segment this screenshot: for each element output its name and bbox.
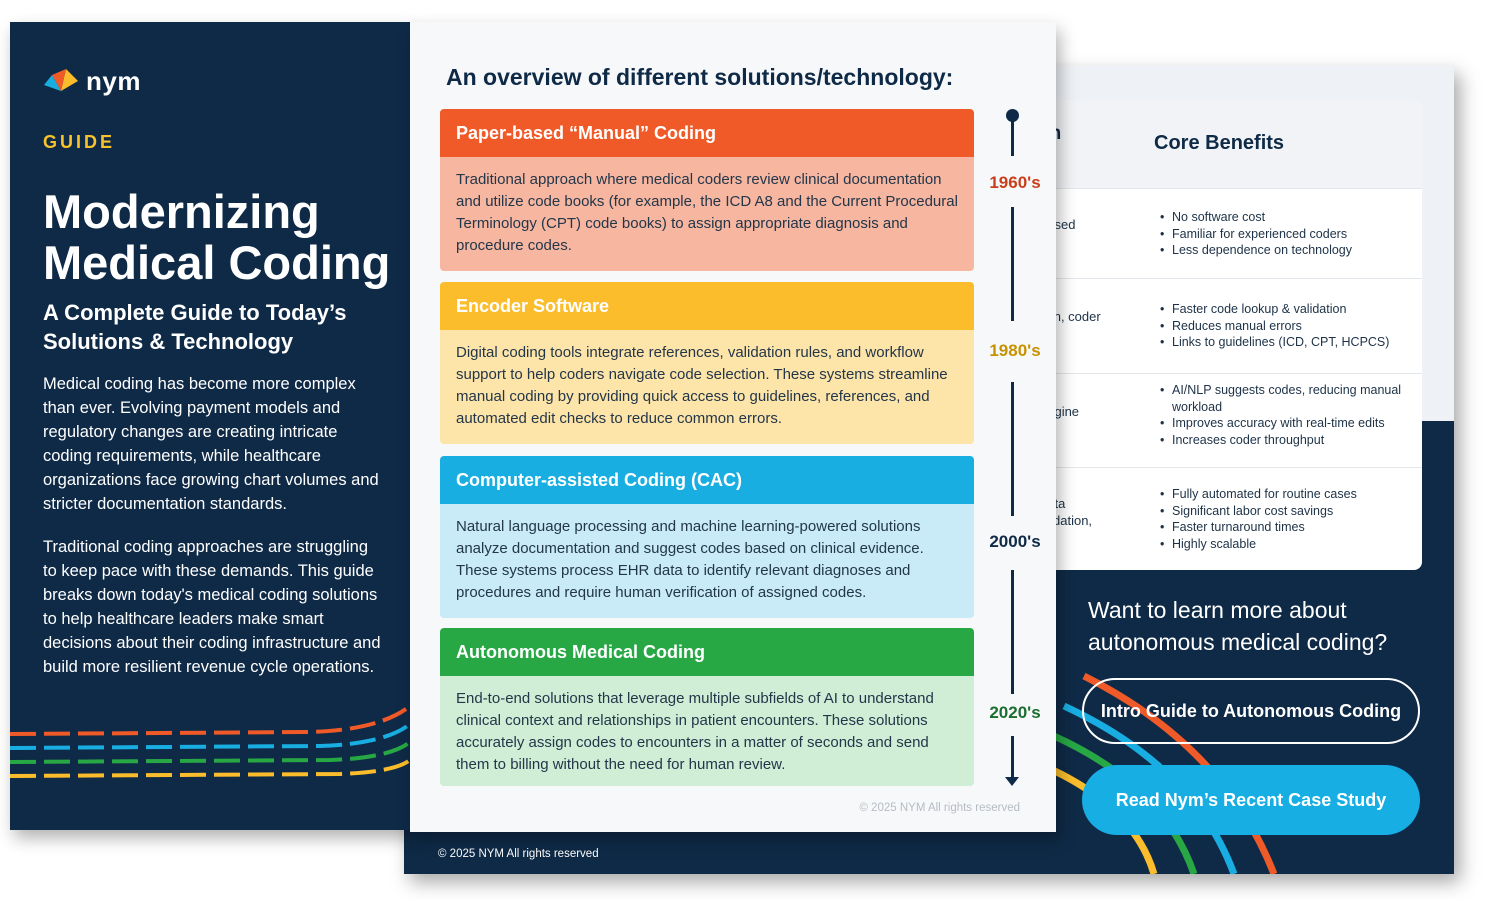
timeline-arrow-icon	[1005, 777, 1019, 786]
decade-label: 2020's	[989, 703, 1041, 722]
comparison-table: on s Core Benefits based No software cos…	[1044, 100, 1422, 570]
table-row: tion, coder Faster code lookup & validat…	[1044, 278, 1422, 373]
benefit-item: Fully automated for routine cases	[1160, 486, 1357, 503]
card-heading: Autonomous Medical Coding	[440, 628, 974, 676]
cover-title: Modernizing Medical Coding	[43, 186, 403, 288]
row-fragment: tion, coder	[1044, 309, 1101, 324]
cover-page: nym GUIDE Modernizing Medical Coding A C…	[10, 22, 410, 830]
benefits-list: Faster code lookup & validation Reduces …	[1160, 301, 1389, 351]
timeline-line	[1011, 120, 1014, 156]
card-heading: Encoder Software	[440, 282, 974, 330]
benefit-item: Improves accuracy with real-time edits	[1160, 415, 1422, 432]
benefit-item: Faster code lookup & validation	[1160, 301, 1389, 318]
intro-paragraph: Traditional coding approaches are strugg…	[43, 538, 381, 676]
table-row: engine g AI/NLP suggests codes, reducing…	[1044, 373, 1422, 467]
decorative-dashed-lines	[10, 704, 410, 778]
back-page-footer: © 2025 NYM All rights reserved	[438, 848, 599, 860]
card-heading: Paper-based “Manual” Coding	[440, 109, 974, 157]
card-body: Digital coding tools integrate reference…	[440, 330, 974, 444]
benefits-list: No software cost Familiar for experience…	[1160, 209, 1352, 259]
intro-paragraph: Medical coding has become more complex t…	[43, 375, 379, 513]
timeline-line	[1011, 207, 1014, 321]
benefit-item: Faster turnaround times	[1160, 519, 1357, 536]
card-heading: Computer-assisted Coding (CAC)	[440, 456, 974, 504]
benefit-item: Highly scalable	[1160, 536, 1357, 553]
decade-label: 1980's	[989, 341, 1041, 360]
benefit-item: Reduces manual errors	[1160, 318, 1389, 335]
solution-card-encoder: Encoder Software Digital coding tools in…	[440, 282, 974, 444]
solution-card-cac: Computer-assisted Coding (CAC) Natural l…	[440, 456, 974, 618]
intro-guide-button[interactable]: Intro Guide to Autonomous Coding	[1082, 678, 1420, 744]
benefits-list: Fully automated for routine cases Signif…	[1160, 486, 1357, 552]
overview-page: An overview of different solutions/techn…	[410, 22, 1056, 832]
benefit-item: Significant labor cost savings	[1160, 503, 1357, 520]
logo-wordmark: nym	[86, 66, 141, 96]
cta-heading: Want to learn more about autonomous medi…	[1088, 597, 1388, 655]
card-body: End-to-end solutions that leverage multi…	[440, 676, 974, 786]
benefits-list: AI/NLP suggests codes, reducing manual w…	[1160, 382, 1422, 448]
card-body: Traditional approach where medical coder…	[440, 157, 974, 271]
nym-bird-icon	[44, 68, 78, 95]
core-benefits-header: Core Benefits	[1154, 132, 1285, 154]
solution-card-autonomous: Autonomous Medical Coding End-to-end sol…	[440, 628, 974, 786]
cover-subtitle-line: A Complete Guide to Today’s	[43, 300, 347, 325]
row-fragment: alidation,	[1044, 513, 1093, 528]
cover-title-line: Medical Coding	[43, 236, 391, 289]
nym-logo[interactable]: nym	[42, 66, 141, 97]
decade-label: 2000's	[989, 532, 1041, 551]
benefit-item: Increases coder throughput	[1160, 432, 1422, 449]
overview-footer: © 2025 NYM All rights reserved	[859, 802, 1020, 814]
table-row: data alidation, Fully automated for rout…	[1044, 467, 1422, 570]
table-row: based No software cost Familiar for expe…	[1044, 188, 1422, 278]
benefit-item: Familiar for experienced coders	[1160, 226, 1352, 243]
timeline-line	[1011, 570, 1014, 694]
guide-label: GUIDE	[43, 132, 116, 152]
case-study-button[interactable]: Read Nym’s Recent Case Study	[1082, 765, 1420, 835]
benefit-item: Links to guidelines (ICD, CPT, HCPCS)	[1160, 334, 1389, 351]
cover-title-line: Modernizing	[43, 185, 320, 238]
timeline-line	[1011, 382, 1014, 516]
timeline-line	[1011, 736, 1014, 780]
solution-card-manual: Paper-based “Manual” Coding Traditional …	[440, 109, 974, 271]
cover-subtitle: A Complete Guide to Today’s Solutions & …	[43, 298, 403, 356]
card-body: Natural language processing and machine …	[440, 504, 974, 618]
cover-subtitle-line: Solutions & Technology	[43, 329, 294, 354]
overview-title: An overview of different solutions/techn…	[446, 64, 954, 90]
comparison-table-header: on s Core Benefits	[1044, 100, 1422, 188]
benefit-item: AI/NLP suggests codes, reducing manual w…	[1160, 382, 1422, 415]
timeline-start-dot	[1006, 109, 1019, 122]
benefit-item: Less dependence on technology	[1160, 242, 1352, 259]
decade-label: 1960's	[989, 173, 1041, 192]
benefit-item: No software cost	[1160, 209, 1352, 226]
